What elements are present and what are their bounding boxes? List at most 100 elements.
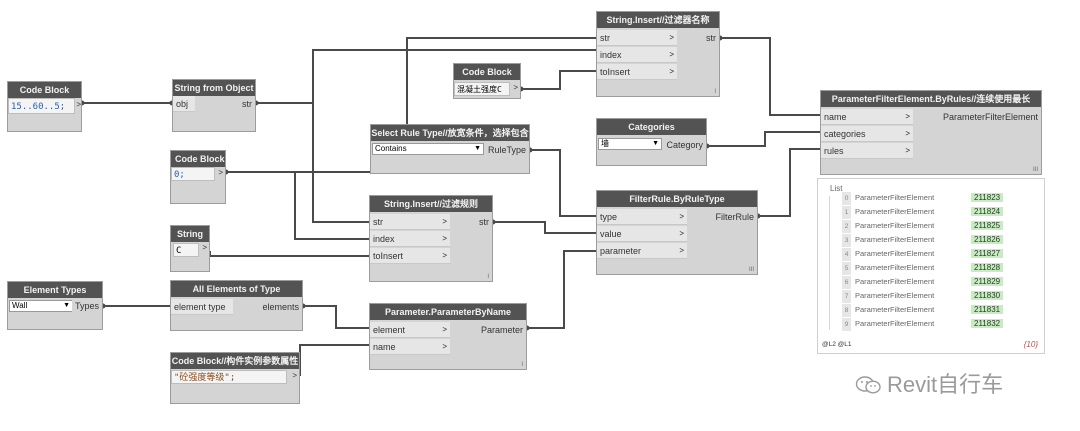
code-editor[interactable]: 混凝土强度C: [454, 82, 510, 96]
input-port-str[interactable]: str>: [370, 214, 450, 230]
output-port-parameterfilterelement[interactable]: ParameterFilterElement: [935, 109, 1041, 125]
code-block-node-2[interactable]: Code Block 0; >: [170, 150, 226, 204]
wire-categories-to-pf-categories: [707, 131, 822, 147]
output-port-ruletype[interactable]: RuleType: [484, 142, 529, 158]
wire-allelements-to-param: [303, 305, 371, 329]
input-port-element-type[interactable]: element type: [171, 299, 233, 315]
code-block-node-3[interactable]: Code Block//构件实例参数属性 "砼强度等级"; >: [170, 352, 300, 404]
string-insert-node-2[interactable]: String.Insert//过滤规则 str> index> toInsert…: [369, 195, 493, 282]
code-editor[interactable]: "砼强度等级";: [171, 370, 287, 384]
output-port-arrow-icon[interactable]: >: [76, 100, 81, 109]
code-text: 混凝土强度C: [457, 85, 502, 94]
lacing-indicator[interactable]: III: [748, 267, 754, 273]
string-from-object-node[interactable]: String from Object obj str: [172, 79, 256, 132]
list-levels[interactable]: @L2 @L1: [822, 341, 852, 348]
parameter-filter-element-node[interactable]: ParameterFilterElement.ByRules//连续使用最长 n…: [820, 90, 1042, 175]
code-block-node-4[interactable]: Code Block 混凝土强度C >: [453, 63, 521, 99]
output-port-arrow-icon[interactable]: >: [513, 83, 518, 92]
input-port-rules[interactable]: rules>: [821, 143, 913, 159]
input-port-name[interactable]: name>: [821, 109, 913, 125]
wire-filterrule-to-pf-rules: [758, 148, 822, 217]
input-port-value[interactable]: value>: [597, 226, 687, 242]
output-port-str[interactable]: str: [468, 214, 492, 230]
filter-rule-by-rule-type-node[interactable]: FilterRule.ByRuleType type> value> param…: [596, 190, 758, 275]
input-port-element[interactable]: element>: [370, 322, 450, 338]
watermark-text: Revit自行车: [887, 372, 1004, 397]
wire-insert1-to-pf-name: [720, 37, 822, 116]
node-title: Select Rule Type//放宽条件，选择包含: [371, 125, 529, 141]
chevron-down-icon: ▼: [652, 140, 659, 147]
node-title: Categories: [597, 119, 706, 135]
input-port-obj[interactable]: obj: [173, 96, 195, 112]
code-editor[interactable]: 0;: [171, 167, 215, 181]
input-port-toinsert[interactable]: toInsert>: [370, 248, 450, 264]
element-type-dropdown[interactable]: Wall▼: [9, 300, 73, 312]
node-title: String.Insert//过滤器名称: [597, 12, 719, 28]
element-types-node[interactable]: Element Types Wall▼ Types: [7, 281, 103, 330]
lacing-indicator[interactable]: I: [521, 362, 523, 368]
category-dropdown[interactable]: 墙▼: [598, 138, 662, 150]
list-tree-line: [829, 196, 830, 330]
output-port-types[interactable]: Types: [72, 298, 102, 314]
watermark: Revit自行车: [855, 367, 1003, 399]
code-editor[interactable]: 15..60..5;: [8, 98, 75, 114]
output-port-elements[interactable]: elements: [252, 299, 302, 315]
output-port-filterrule[interactable]: FilterRule: [707, 209, 757, 225]
list-header: List: [830, 184, 843, 193]
parameter-by-name-node[interactable]: Parameter.ParameterByName element> name>…: [369, 303, 527, 370]
wire-ruletype-to-filter-type: [530, 149, 598, 217]
output-port-parameter[interactable]: Parameter: [474, 322, 526, 338]
input-port-type[interactable]: type>: [597, 209, 687, 225]
select-rule-type-node[interactable]: Select Rule Type//放宽条件，选择包含 Contains▼ Ru…: [370, 124, 530, 174]
input-port-parameter[interactable]: parameter>: [597, 243, 687, 259]
node-title: String from Object: [173, 80, 255, 96]
chevron-down-icon: ▼: [63, 302, 70, 309]
node-title: Code Block: [8, 82, 81, 98]
string-insert-node-1[interactable]: String.Insert//过滤器名称 str> index> toInser…: [596, 11, 720, 97]
output-port-str[interactable]: str: [695, 30, 719, 46]
code-text: "砼强度等级";: [174, 373, 236, 383]
wechat-icon: [855, 375, 883, 395]
output-port-category[interactable]: Category: [666, 137, 706, 153]
output-port-str[interactable]: str: [225, 96, 255, 112]
node-title: All Elements of Type: [171, 281, 302, 297]
string-input[interactable]: C: [173, 243, 199, 257]
input-port-name[interactable]: name>: [370, 339, 450, 355]
wire-cb2-to-insert2-index: [226, 171, 371, 240]
node-title: Parameter.ParameterByName: [370, 304, 526, 320]
categories-node[interactable]: Categories 墙▼ Category: [596, 118, 707, 166]
all-elements-of-type-node[interactable]: All Elements of Type element type elemen…: [170, 280, 303, 331]
list-count: {10}: [1023, 340, 1038, 349]
node-title: Element Types: [8, 282, 102, 298]
lacing-indicator[interactable]: I: [487, 274, 489, 280]
wire-string-to-insert2-toinsert: [209, 251, 371, 257]
rule-type-dropdown[interactable]: Contains▼: [372, 143, 484, 155]
output-port-arrow-icon[interactable]: >: [218, 168, 223, 177]
output-port-arrow-icon[interactable]: >: [292, 371, 297, 380]
string-node[interactable]: String C >: [170, 225, 210, 272]
input-port-categories[interactable]: categories>: [821, 126, 913, 142]
input-port-index[interactable]: index>: [370, 231, 450, 247]
wire-param-to-filter-parameter: [527, 250, 598, 329]
lacing-indicator[interactable]: III: [1032, 167, 1038, 173]
node-title: Code Block//构件实例参数属性: [171, 353, 299, 369]
node-title: String: [171, 226, 209, 242]
lacing-indicator[interactable]: I: [714, 89, 716, 95]
code-text: 15..60..5;: [11, 102, 66, 112]
node-title: Code Block: [454, 64, 520, 80]
code-block-node-1[interactable]: Code Block 15..60..5; >: [7, 81, 82, 132]
input-port-index[interactable]: index>: [597, 47, 677, 63]
input-port-str[interactable]: str>: [597, 30, 677, 46]
node-title: String.Insert//过滤规则: [370, 196, 492, 212]
input-port-toinsert[interactable]: toInsert>: [597, 64, 677, 80]
output-port-arrow-icon[interactable]: >: [202, 243, 207, 252]
